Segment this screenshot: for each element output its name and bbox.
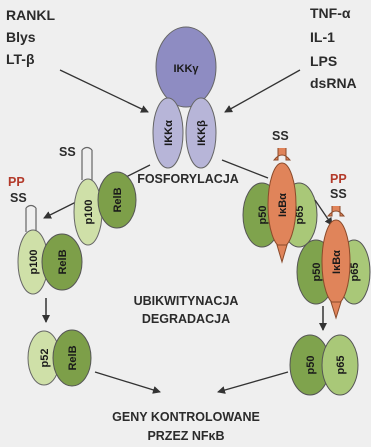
- p65-bottom-label: p65: [335, 356, 347, 375]
- ss-mark-left: SS: [10, 191, 27, 205]
- p50-middle-label: p50: [311, 263, 323, 282]
- arrow-left-stimuli: [60, 70, 148, 112]
- p100-tail-upper: [82, 150, 92, 180]
- label-controlled-genes-line2: PRZEZ NFκB: [147, 429, 224, 443]
- stimulus-dsrna: dsRNA: [310, 75, 357, 91]
- p100-tail-lower: [26, 208, 36, 232]
- stimulus-lt-beta: LT-β: [6, 51, 35, 67]
- stimulus-blys: Blys: [6, 29, 36, 45]
- relb-lower-label: RelB: [57, 249, 69, 274]
- label-controlled-genes-line1: GENY KONTROLOWANE: [112, 410, 260, 424]
- ikk-beta-label: IKKβ: [196, 120, 208, 146]
- relb-upper-label: RelB: [112, 187, 124, 212]
- stimulus-tnf-alpha: TNF-α: [310, 5, 351, 21]
- stimulus-il-1: IL-1: [310, 29, 335, 45]
- pp-mark-left: PP: [8, 175, 25, 189]
- stimulus-lps: LPS: [310, 53, 337, 69]
- p50-upper-label: p50: [257, 206, 269, 225]
- label-phosphorylation: FOSFORYLACJA: [137, 172, 239, 186]
- p100-lower-label: p100: [28, 249, 40, 274]
- arrow-right-stimuli: [225, 70, 300, 112]
- ss-mark-upper-left: SS: [59, 145, 76, 159]
- ss-mark-upper-right: SS: [272, 129, 289, 143]
- ikk-gamma-label: IKKγ: [173, 63, 199, 75]
- ikba-upper-tail: [274, 148, 290, 160]
- arrow-ikba-phosphorylation: [315, 200, 332, 225]
- arrow-p50-to-genes: [218, 372, 288, 392]
- pp-mark-right: PP: [330, 172, 347, 186]
- ss-mark-right: SS: [330, 187, 347, 201]
- ikba-upper-label: IκBα: [277, 193, 289, 217]
- ikk-alpha-label: IKKα: [163, 120, 175, 146]
- p65-middle-label: p65: [349, 263, 361, 282]
- stimulus-rankl: RANKL: [6, 7, 55, 23]
- arrow-p52-to-genes: [95, 372, 160, 392]
- p52-label: p52: [39, 349, 51, 368]
- label-ubiquitination: UBIKWITYNACJA: [134, 294, 239, 308]
- relb-bottom-label: RelB: [67, 345, 79, 370]
- ikba-lower-label: IκBα: [331, 250, 343, 274]
- p50-bottom-label: p50: [305, 356, 317, 375]
- label-degradation: DEGRADACJA: [142, 312, 230, 326]
- ikba-lower-tail: [328, 206, 344, 216]
- p100-upper-label: p100: [83, 199, 95, 224]
